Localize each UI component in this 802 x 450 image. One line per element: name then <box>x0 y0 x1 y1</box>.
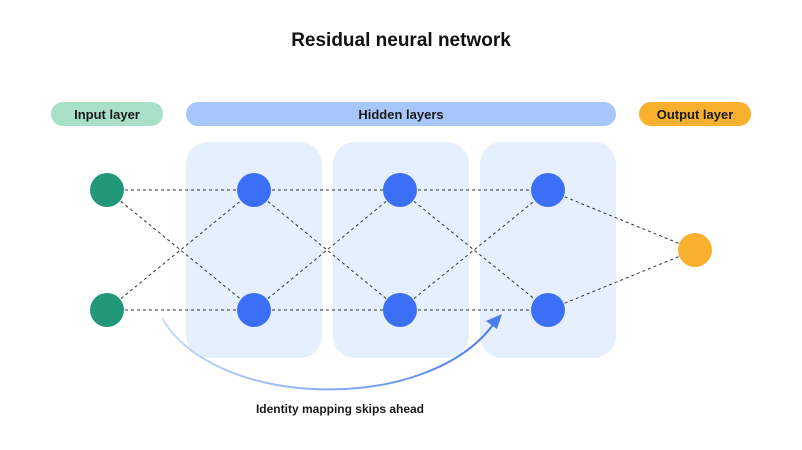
hidden-node <box>237 293 271 327</box>
connection <box>399 189 549 311</box>
hidden-layer-panel-3 <box>480 142 616 358</box>
output-layer-label: Output layer <box>639 102 751 126</box>
connections <box>106 189 696 311</box>
diagram-title: Residual neural network <box>291 30 511 51</box>
hidden-node <box>237 173 271 207</box>
hidden-node <box>383 173 417 207</box>
input-layer-label: Input layer <box>51 102 163 126</box>
input-node <box>90 293 124 327</box>
skip-connection-caption: Identity mapping skips ahead <box>255 402 425 416</box>
hidden-node <box>531 293 565 327</box>
connection <box>399 189 549 311</box>
hidden-layer-panel-1 <box>186 142 322 358</box>
connection <box>253 189 401 311</box>
input-node <box>90 173 124 207</box>
hidden-node <box>531 173 565 207</box>
output-node <box>678 233 712 267</box>
hidden-node <box>383 293 417 327</box>
connection <box>106 189 255 311</box>
hidden-layers-label: Hidden layers <box>186 102 616 126</box>
connection <box>106 189 255 311</box>
hidden-layer-panel-2 <box>333 142 469 358</box>
connection <box>547 249 696 311</box>
connection <box>253 189 401 311</box>
arrowhead-icon <box>486 314 502 329</box>
skip-connection-arrow <box>161 317 496 391</box>
connection <box>547 189 696 251</box>
